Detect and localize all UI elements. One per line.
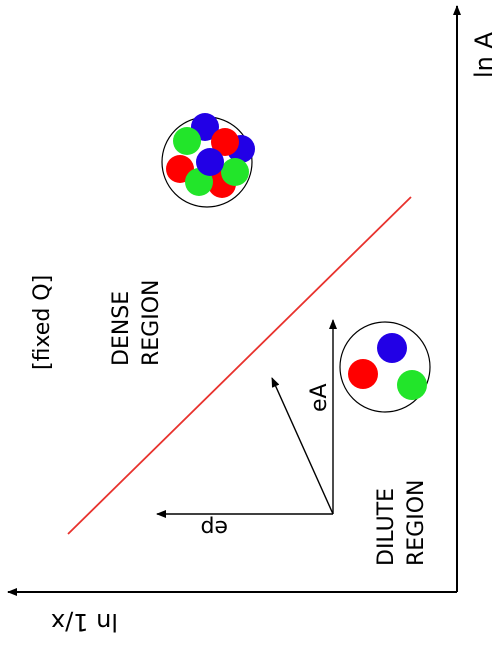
dilute-region-label-line1: DILUTE <box>374 488 399 566</box>
fixed-q-label: [fixed Q] <box>30 275 55 370</box>
axis-label-vertical: ln A <box>470 31 494 78</box>
dilute-region-label-line2: REGION <box>404 480 429 567</box>
dense-region-label-line2: REGION <box>139 280 164 367</box>
arrow-ea-label: eA <box>307 383 332 412</box>
nucleon-blue <box>196 148 224 176</box>
nucleus-large <box>162 113 255 207</box>
nucleon-green <box>173 127 201 155</box>
arrow-ep-label: ep <box>201 515 229 540</box>
dense-region-label-line1: DENSE <box>109 291 134 366</box>
nucleon-green <box>397 370 427 400</box>
axis-label-horizontal: ln 1/x <box>51 608 118 636</box>
nucleus-small <box>340 322 430 412</box>
nucleon-green <box>221 158 249 186</box>
nucleon-red <box>348 359 378 389</box>
nucleon-blue <box>377 333 407 363</box>
